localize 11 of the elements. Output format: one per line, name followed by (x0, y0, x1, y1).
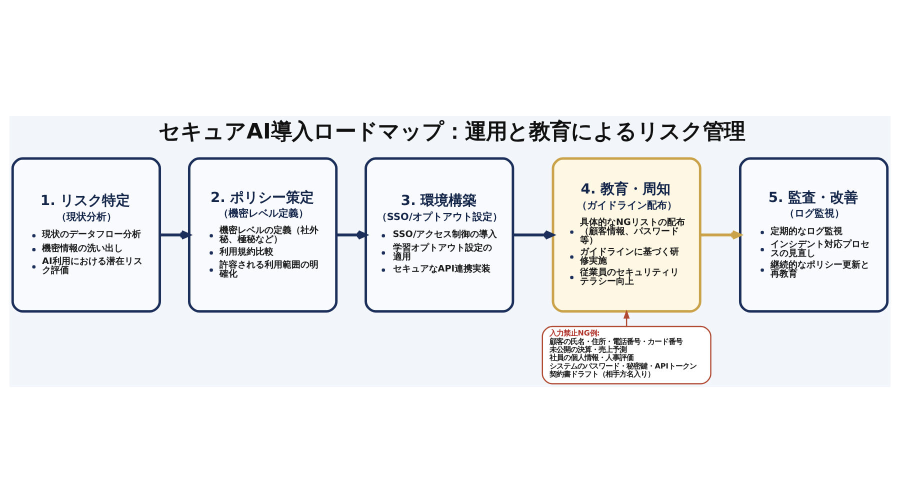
node-box: 3. 環境構築 （SSO/オプトアウト設定） SSO/アクセス制御の導入 学習オプトアウト設定の適用 セキュアなAPI連携実装 (364, 156, 514, 312)
node-box: 1. リスク特定 （現状分析） 現状のデータフロー分析 機密情報の洗い出し AI利用における潜在リスク評価 (11, 156, 162, 312)
node-box: 2. ポリシー策定 （機密レベル定義） 機密レベルの定義（社外秘、極秘など） 利用規約比較 許容される利用範囲の明確化 (188, 156, 338, 312)
arrow (700, 230, 742, 240)
node-box: 5. 監査・改善 （ログ監視） 定期的なログ監視 インシデント対応プロセスの見直し 継続的なポリシー更新と再教育 (738, 156, 889, 312)
arrow (336, 230, 368, 240)
arrow (513, 230, 554, 240)
node-box: 4. 教育・周知 （ガイドライン配布） 具体的なNGリストの配布（顧客情報、パスワード等） ガイドラインに基づく研修実施 従業員のセキュリティリテラシー向上 (552, 156, 702, 312)
diagram-title: セキュアAI導入ロードマップ：運用と教育によるリスク管理 (158, 119, 745, 144)
arrow (160, 230, 191, 240)
node-box: 入力禁止NG例: 顧客の氏名・住所・電話番号・カード番号 未公開の決算・売上予測 社員の個人情報・人事評価 システムのパスワード・秘密鍵・APIトークン 契約書ドラフト（相手方名入り） (542, 325, 712, 384)
